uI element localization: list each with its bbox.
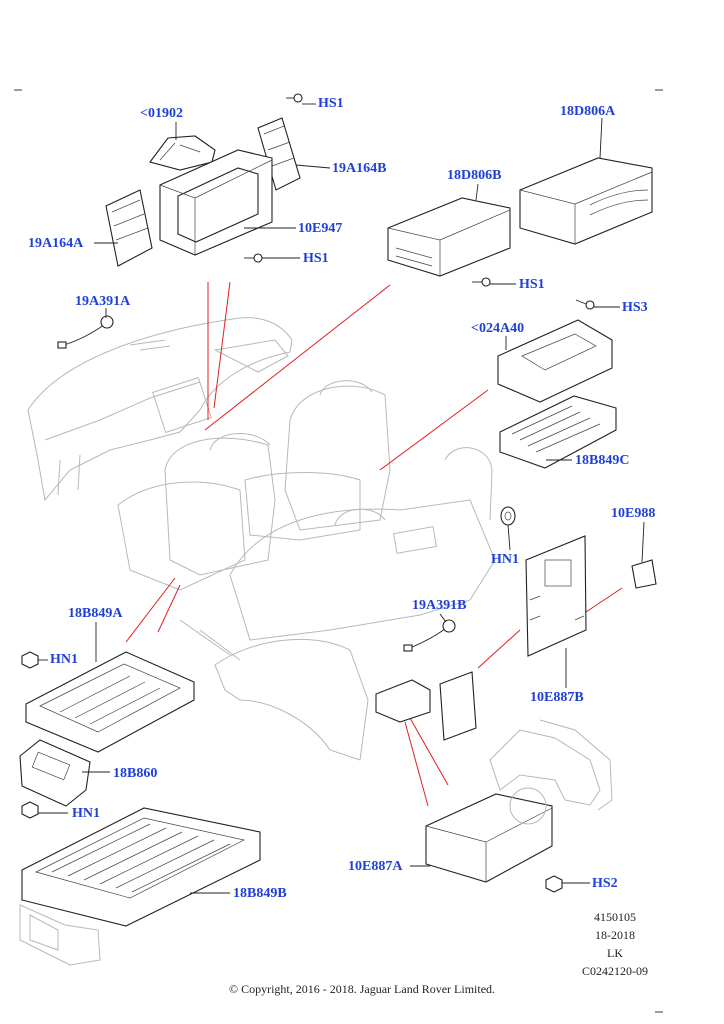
fasteners xyxy=(21,93,595,893)
reference-code: C0242120-09 xyxy=(582,964,648,978)
callout-10e887a: 10E887A xyxy=(348,859,403,874)
part-18d806b-unit xyxy=(387,197,511,277)
vehicle-interior-ghost xyxy=(19,317,613,966)
callout-10e947: 10E947 xyxy=(298,221,343,236)
part-18b849b-amplifier xyxy=(21,807,261,927)
callout-hn1-left-bottom: HN1 xyxy=(72,806,100,821)
part-19a164a-module xyxy=(105,189,153,267)
callout-19a391a: 19A391A xyxy=(75,294,131,309)
callout-hs1-top: HS1 xyxy=(318,96,344,111)
part-center-module xyxy=(375,671,477,741)
location-lines xyxy=(125,281,623,807)
part-hn1-nut-middle xyxy=(500,506,516,526)
callout-10e988: 10E988 xyxy=(611,506,656,521)
callout-18d806b: 18D806B xyxy=(447,168,502,183)
callout-hn1-left-top: HN1 xyxy=(50,652,78,667)
callout-18b849b: 18B849B xyxy=(233,886,287,901)
callout-10e887b: 10E887B xyxy=(530,690,584,705)
reference-initials: LK xyxy=(607,946,623,960)
callout-18b849c: 18B849C xyxy=(575,453,630,468)
part-01902-bracket xyxy=(149,135,216,171)
part-18b849a-amplifier xyxy=(25,651,195,753)
copyright-notice: © Copyright, 2016 - 2018. Jaguar Land Ro… xyxy=(228,982,496,996)
part-10e887a-unit xyxy=(425,787,553,883)
part-10e988-card xyxy=(631,559,657,589)
callout-hs3: HS3 xyxy=(622,300,648,315)
callout-18b849a: 18B849A xyxy=(68,606,123,621)
callout-01902: <01902 xyxy=(140,106,183,121)
part-19a391b-harness xyxy=(403,619,456,652)
part-19a391a-harness xyxy=(57,315,114,349)
callout-hs1-right: HS1 xyxy=(519,277,545,292)
callout-19a164b: 19A164B xyxy=(332,161,387,176)
callout-19a391b: 19A391B xyxy=(412,598,467,613)
callout-18d806a: 18D806A xyxy=(560,104,616,119)
part-10e887b-module xyxy=(525,535,587,657)
part-024a40-bracket xyxy=(497,319,613,403)
callout-19a164a: 19A164A xyxy=(28,236,84,251)
callout-hn1-mid: HN1 xyxy=(491,552,519,567)
callout-hs1-mid: HS1 xyxy=(303,251,329,266)
leader-lines xyxy=(38,103,645,894)
callout-hs2: HS2 xyxy=(592,876,618,891)
corner-marks xyxy=(14,89,663,1013)
part-18b849c-amplifier xyxy=(499,395,617,469)
reference-date: 18-2018 xyxy=(595,928,635,942)
part-18d806a-unit xyxy=(519,157,653,245)
callout-18b860: 18B860 xyxy=(113,766,158,781)
callout-024a40: <024A40 xyxy=(471,321,525,336)
part-10e947-display xyxy=(159,149,273,256)
part-18b860-bracket xyxy=(19,739,91,807)
reference-number: 4150105 xyxy=(594,910,636,924)
